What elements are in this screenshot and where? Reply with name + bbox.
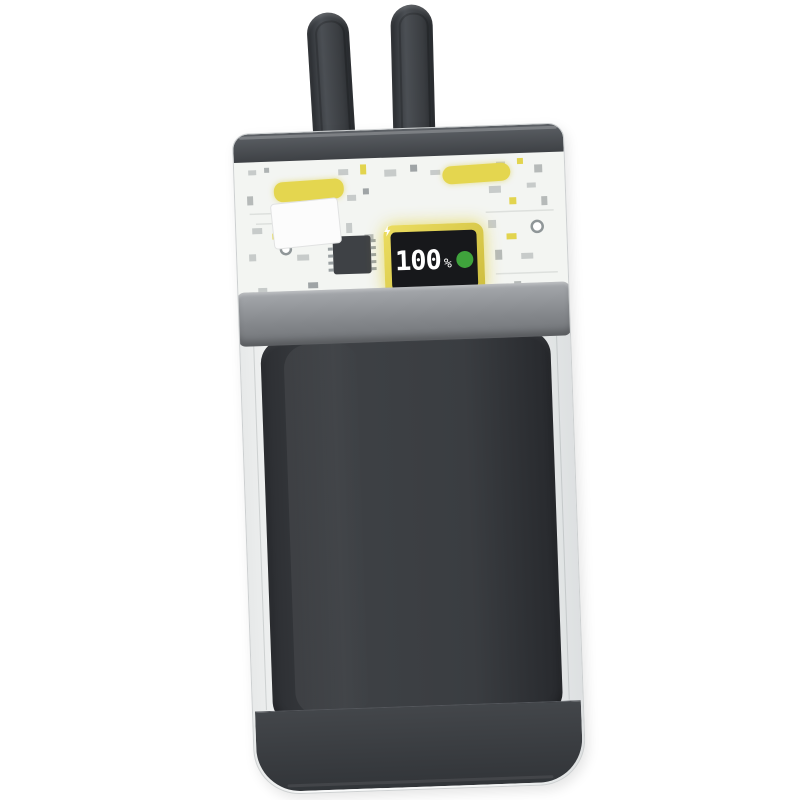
battery-percentage: 100: [394, 244, 442, 277]
battery-display: 100 %: [383, 222, 486, 298]
label-sticker: [269, 197, 343, 250]
charging-icon: [384, 225, 474, 268]
plug-prong-right: [390, 4, 436, 148]
display-screen: 100 %: [384, 225, 479, 291]
bottom-base: [254, 700, 584, 793]
transparent-shell: 100 %: [231, 122, 587, 796]
battery-cell: [260, 330, 564, 726]
powerbank: 100 %: [221, 0, 593, 800]
ic-chip: [327, 235, 377, 275]
screw-hole-right: [530, 219, 544, 234]
percent-sign: %: [443, 255, 453, 272]
